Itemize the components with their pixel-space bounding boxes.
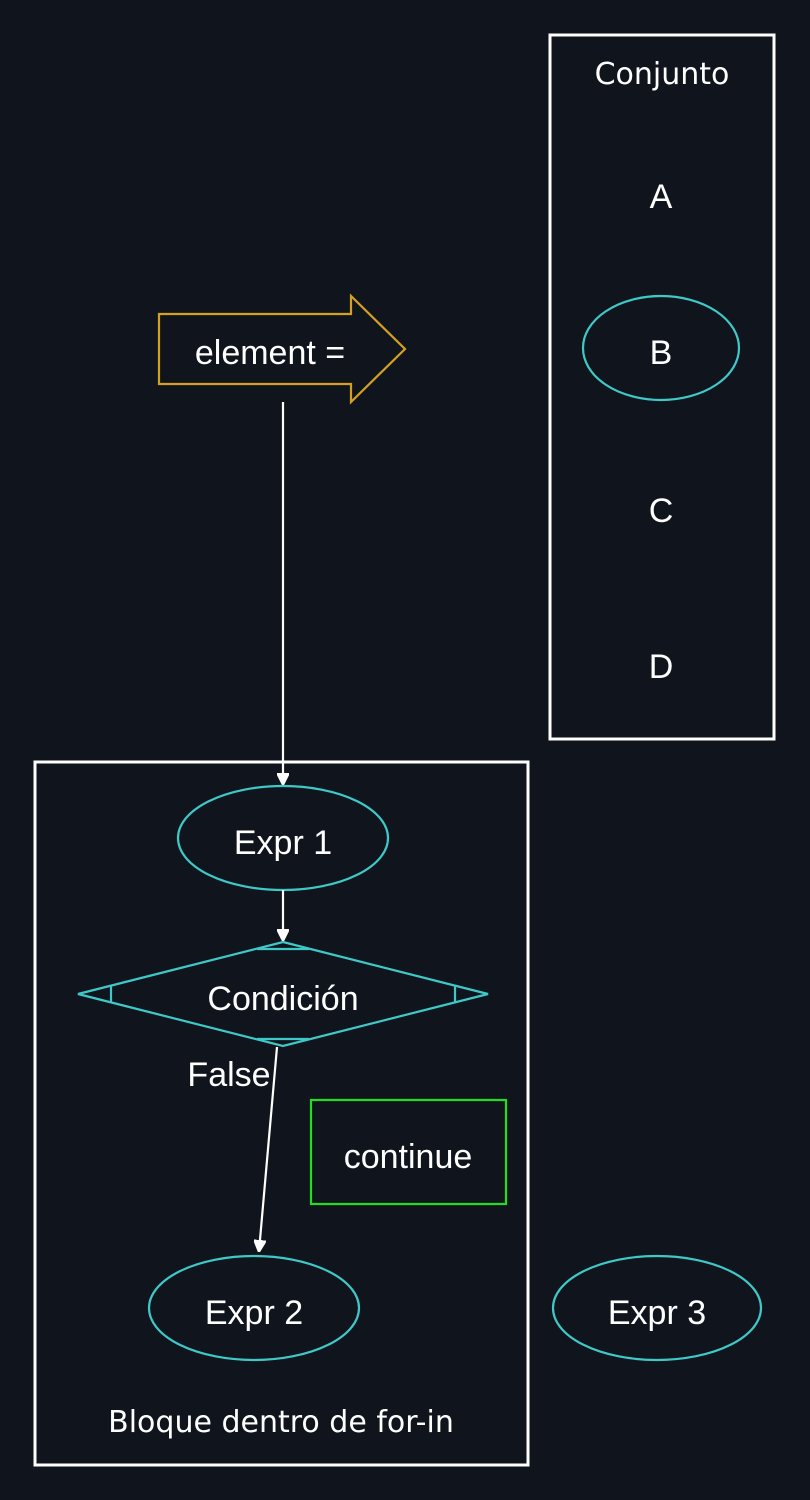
expr3-group: Expr 3 — [551, 1254, 763, 1362]
block-cluster-border — [33, 760, 530, 1467]
set-item-d: D — [649, 648, 674, 686]
expr3-label: Expr 3 — [608, 1294, 706, 1332]
set-item-c: C — [649, 492, 674, 530]
expr2-node — [147, 1254, 361, 1362]
expr1-label: Expr 1 — [234, 824, 332, 862]
continue-node: continue — [309, 1098, 508, 1206]
condition-label: Condición — [207, 980, 358, 1018]
set-item-b: B — [650, 334, 673, 372]
element-node: element = — [157, 293, 407, 405]
condition-node: Condición — [77, 940, 489, 1048]
continue-box — [309, 1098, 508, 1206]
false-edge-label: False — [187, 1056, 270, 1094]
set-cluster-border — [548, 33, 776, 741]
element-arrow-shape — [157, 293, 407, 405]
set-item-a: A — [650, 178, 673, 216]
element-label: element = — [195, 334, 345, 372]
block-cluster-title: Bloque dentro de for-in — [108, 1405, 454, 1440]
edge-condition-to-expr2 — [259, 1046, 279, 1251]
set-cluster: Conjunto A B C D — [548, 33, 776, 741]
expr2-label: Expr 2 — [205, 1294, 303, 1332]
block-cluster: Bloque dentro de for-in Expr 1 Condición… — [33, 760, 530, 1467]
set-cluster-title: Conjunto — [595, 57, 730, 92]
expr3-node — [551, 1254, 763, 1362]
continue-label: continue — [344, 1138, 473, 1176]
set-item-b-node — [581, 294, 741, 402]
